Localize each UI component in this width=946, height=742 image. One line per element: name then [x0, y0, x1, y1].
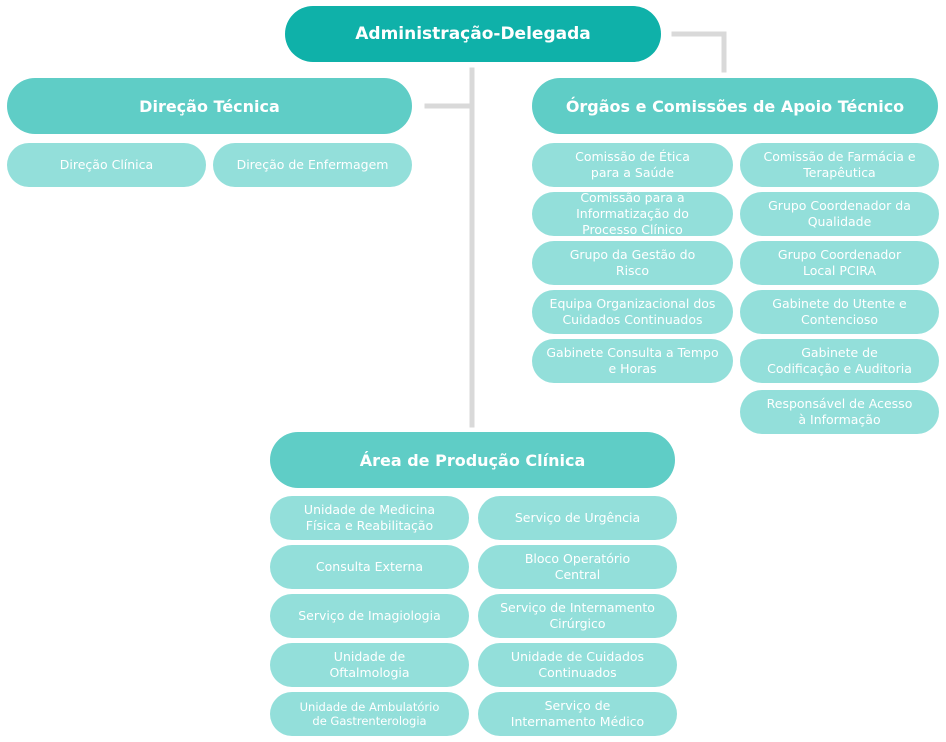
producao-item: Serviço de Internamento Médico	[478, 692, 677, 736]
producao-item-label: Unidade de Oftalmologia	[329, 649, 410, 680]
orgaos-item: Grupo Coordenador da Qualidade	[740, 192, 939, 236]
producao-item: Unidade de Oftalmologia	[270, 643, 469, 687]
direcao-clinica-label: Direção Clínica	[59, 157, 154, 172]
orgaos-item-label: Gabinete de Codificação e Auditoria	[767, 345, 912, 376]
producao-item-label: Unidade de Medicina Física e Reabilitaçã…	[303, 502, 436, 533]
producao-item: Serviço de Urgência	[478, 496, 677, 540]
orgaos-item-label: Grupo Coordenador Local PCIRA	[777, 247, 902, 278]
orgaos-item: Comissão de Farmácia e Terapêutica	[740, 143, 939, 187]
direcao-clinica-node: Direção Clínica	[7, 143, 206, 187]
orgaos-item: Comissão de Ética para a Saúde	[532, 143, 733, 187]
producao-item: Consulta Externa	[270, 545, 469, 589]
orgaos-item: Gabinete do Utente e Contencioso	[740, 290, 939, 334]
producao-item: Unidade de Cuidados Continuados	[478, 643, 677, 687]
producao-item-label: Unidade de Cuidados Continuados	[510, 649, 645, 680]
orgaos-item: Grupo da Gestão do Risco	[532, 241, 733, 285]
root-node-label: Administração-Delegada	[355, 24, 591, 44]
producao-item-label: Consulta Externa	[315, 559, 424, 574]
orgaos-item-label: Comissão de Ética para a Saúde	[575, 149, 690, 180]
orgaos-item-label: Equipa Organizacional dos Cuidados Conti…	[549, 296, 716, 327]
orgaos-item-label: Gabinete Consulta a Tempo e Horas	[546, 345, 719, 376]
producao-item-label: Serviço de Imagiologia	[298, 608, 441, 623]
producao-item-label: Unidade de Ambulatório de Gastrenterolog…	[299, 700, 440, 728]
producao-item: Unidade de Ambulatório de Gastrenterolog…	[270, 692, 469, 736]
producao-clinica-label: Área de Produção Clínica	[359, 450, 586, 470]
producao-item-label: Serviço de Internamento Cirúrgico	[500, 600, 655, 631]
orgaos-comissoes-node: Órgãos e Comissões de Apoio Técnico	[532, 78, 938, 134]
producao-item: Unidade de Medicina Física e Reabilitaçã…	[270, 496, 469, 540]
orgaos-item: Responsável de Acesso à Informação	[740, 390, 939, 434]
orgaos-item-label: Comissão de Farmácia e Terapêutica	[763, 149, 916, 180]
direcao-enfermagem-node: Direção de Enfermagem	[213, 143, 412, 187]
producao-item: Serviço de Internamento Cirúrgico	[478, 594, 677, 638]
orgaos-item: Grupo Coordenador Local PCIRA	[740, 241, 939, 285]
orgaos-item: Comissão para a Informatização do Proces…	[532, 190, 733, 237]
orgaos-item-label: Grupo da Gestão do Risco	[569, 247, 696, 278]
orgaos-item: Gabinete Consulta a Tempo e Horas	[532, 339, 733, 383]
orgaos-comissoes-label: Órgãos e Comissões de Apoio Técnico	[565, 96, 905, 116]
producao-item: Serviço de Imagiologia	[270, 594, 469, 638]
producao-item-label: Serviço de Internamento Médico	[510, 698, 645, 729]
producao-item-label: Bloco Operatório Central	[524, 551, 631, 582]
orgaos-item-label: Gabinete do Utente e Contencioso	[772, 296, 907, 327]
producao-item: Bloco Operatório Central	[478, 545, 677, 589]
orgaos-item: Equipa Organizacional dos Cuidados Conti…	[532, 290, 733, 334]
root-node-administracao-delegada: Administração-Delegada	[285, 6, 661, 62]
orgaos-item-label: Responsável de Acesso à Informação	[766, 396, 913, 427]
producao-clinica-node: Área de Produção Clínica	[270, 432, 675, 488]
producao-item-label: Serviço de Urgência	[514, 510, 641, 525]
direcao-tecnica-node: Direção Técnica	[7, 78, 412, 134]
direcao-tecnica-label: Direção Técnica	[139, 96, 280, 116]
orgaos-item-label: Comissão para a Informatização do Proces…	[576, 190, 689, 237]
orgaos-item-label: Grupo Coordenador da Qualidade	[768, 198, 911, 229]
direcao-enfermagem-label: Direção de Enfermagem	[236, 157, 389, 172]
orgaos-item: Gabinete de Codificação e Auditoria	[740, 339, 939, 383]
connector-root-to-orgaos	[671, 31, 727, 73]
